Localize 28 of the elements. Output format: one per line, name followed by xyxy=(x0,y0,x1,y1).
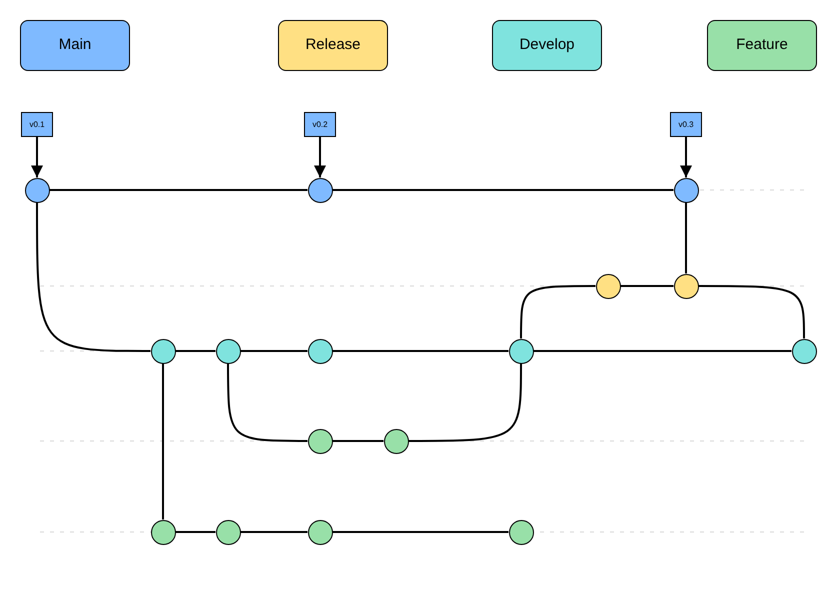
branch-line xyxy=(698,285,805,338)
branch-line xyxy=(162,364,164,520)
branch-line xyxy=(50,189,308,191)
branch-line xyxy=(620,285,674,287)
branch-line xyxy=(240,350,308,352)
branch-line xyxy=(240,531,308,533)
branch-box: Develop xyxy=(492,20,602,71)
branch-line xyxy=(332,440,384,442)
branch-line xyxy=(520,285,596,338)
tag-box: v0.1 xyxy=(21,112,53,137)
branch-box: Main xyxy=(20,20,130,71)
branch-box: Feature xyxy=(707,20,817,71)
branch-box: Release xyxy=(278,20,388,71)
branch-line xyxy=(408,364,522,442)
branch-line xyxy=(332,350,508,352)
arrow xyxy=(680,137,692,178)
branch-line xyxy=(176,350,216,352)
branch-line xyxy=(227,364,308,442)
branch-line xyxy=(685,202,687,274)
branch-line xyxy=(332,531,508,533)
branch-line xyxy=(332,189,674,191)
branch-line xyxy=(534,350,792,352)
tag-box: v0.2 xyxy=(304,112,336,137)
tag-box: v0.3 xyxy=(670,112,702,137)
arrow xyxy=(31,137,43,178)
branch-line xyxy=(176,531,216,533)
branch-line xyxy=(36,202,150,352)
arrow xyxy=(314,137,326,178)
